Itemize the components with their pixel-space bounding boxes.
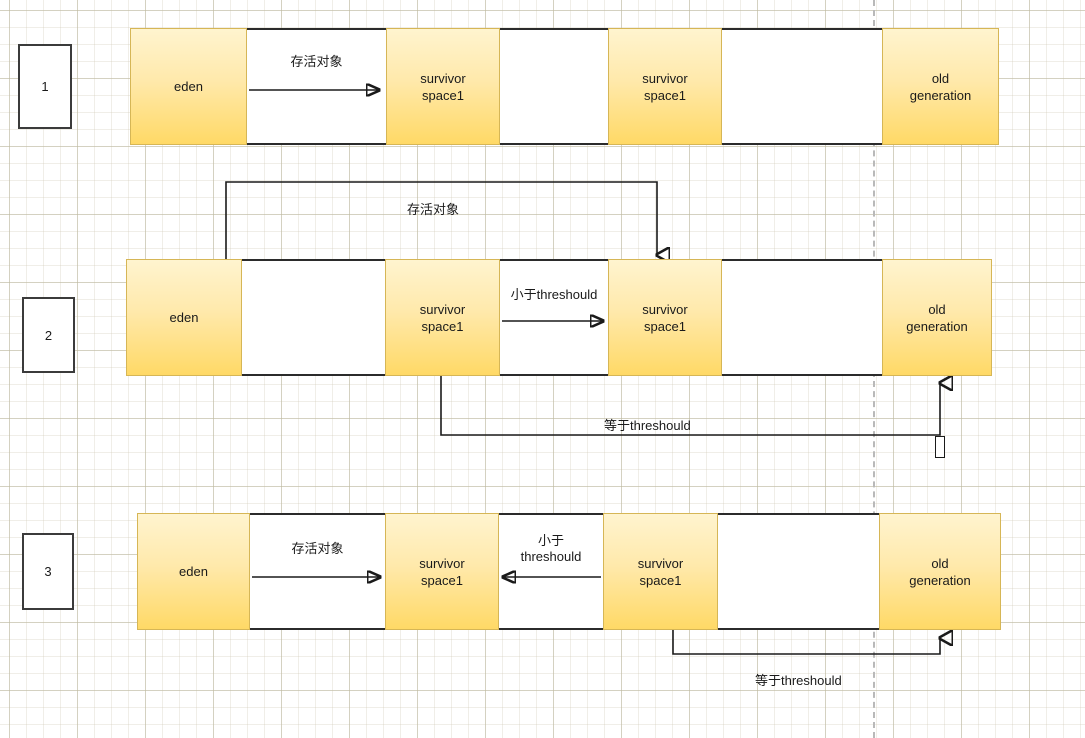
cell-gap-3 [722, 259, 882, 376]
cell-survivor-space1-b-label: survivor space1 [642, 70, 688, 103]
cell-gap-1: 存活对象 [247, 28, 386, 145]
cell-old-generation[interactable]: old generation [882, 259, 992, 376]
cell-old-generation-label: old generation [909, 555, 971, 588]
arrow-label-survivors: 存活对象 [290, 54, 343, 69]
cell-survivor-space1-b-label: survivor space1 [637, 555, 684, 588]
memory-strip-row-3: eden 存活对象 survivor space1 小于 threshould [137, 513, 1001, 630]
cell-eden-label: eden [169, 310, 199, 325]
cell-gap-3 [722, 28, 882, 145]
cell-survivor-space1-b[interactable]: survivor space1 [603, 513, 718, 630]
cell-gap-3 [718, 513, 879, 630]
arrow-label-less-than-threshold: 小于 threshould [520, 533, 582, 564]
connector-label-row2-top: 存活对象 [407, 202, 460, 217]
cell-survivor-space1-a-label: survivor space1 [420, 70, 466, 103]
connector-stub-row2 [935, 436, 945, 458]
cell-eden[interactable]: eden [137, 513, 250, 630]
arrow-label-survivors: 存活对象 [291, 541, 344, 556]
cell-gap-1: 存活对象 [250, 513, 385, 630]
cell-eden-label: eden [174, 79, 203, 94]
cell-old-generation[interactable]: old generation [882, 28, 999, 145]
cell-survivor-space1-a[interactable]: survivor space1 [386, 28, 500, 145]
step-marker-3: 3 [22, 533, 74, 610]
cell-eden[interactable]: eden [130, 28, 247, 145]
cell-eden[interactable]: eden [126, 259, 242, 376]
step-marker-1: 1 [18, 44, 72, 129]
cell-old-generation-label: old generation [909, 70, 972, 103]
cell-survivor-space1-a[interactable]: survivor space1 [385, 259, 500, 376]
inline-arrow-right [249, 30, 386, 147]
cell-survivor-space1-a[interactable]: survivor space1 [385, 513, 499, 630]
step-marker-2: 2 [22, 297, 75, 373]
cell-old-generation-label: old generation [906, 301, 968, 334]
connector-label-row3-bottom: 等于threshould [755, 673, 842, 688]
cell-gap-2: 小于threshould [500, 259, 608, 376]
arrow-label-less-than-threshold: 小于threshould [510, 287, 598, 302]
step-marker-2-label: 2 [44, 327, 53, 343]
cell-gap-2: 小于 threshould [499, 513, 603, 630]
cell-old-generation[interactable]: old generation [879, 513, 1001, 630]
cell-survivor-space1-a-label: survivor space1 [419, 555, 465, 588]
cell-survivor-space1-b[interactable]: survivor space1 [608, 28, 722, 145]
cell-eden-label: eden [179, 564, 208, 579]
step-marker-3-label: 3 [44, 564, 52, 579]
cell-survivor-space1-b-label: survivor space1 [642, 301, 688, 334]
memory-strip-row-2: eden survivor space1 小于threshould surviv… [126, 259, 992, 376]
inline-arrow-right [502, 261, 608, 378]
cell-survivor-space1-b[interactable]: survivor space1 [608, 259, 722, 376]
cell-gap-2 [500, 28, 608, 145]
cell-survivor-space1-a-label: survivor space1 [419, 301, 466, 334]
memory-strip-row-1: eden 存活对象 survivor space1 survivor space… [130, 28, 999, 145]
connector-label-row2-bottom: 等于threshould [604, 418, 691, 433]
cell-gap-1 [242, 259, 385, 376]
inline-arrow-right [252, 515, 385, 632]
step-marker-1-label: 1 [41, 79, 49, 94]
